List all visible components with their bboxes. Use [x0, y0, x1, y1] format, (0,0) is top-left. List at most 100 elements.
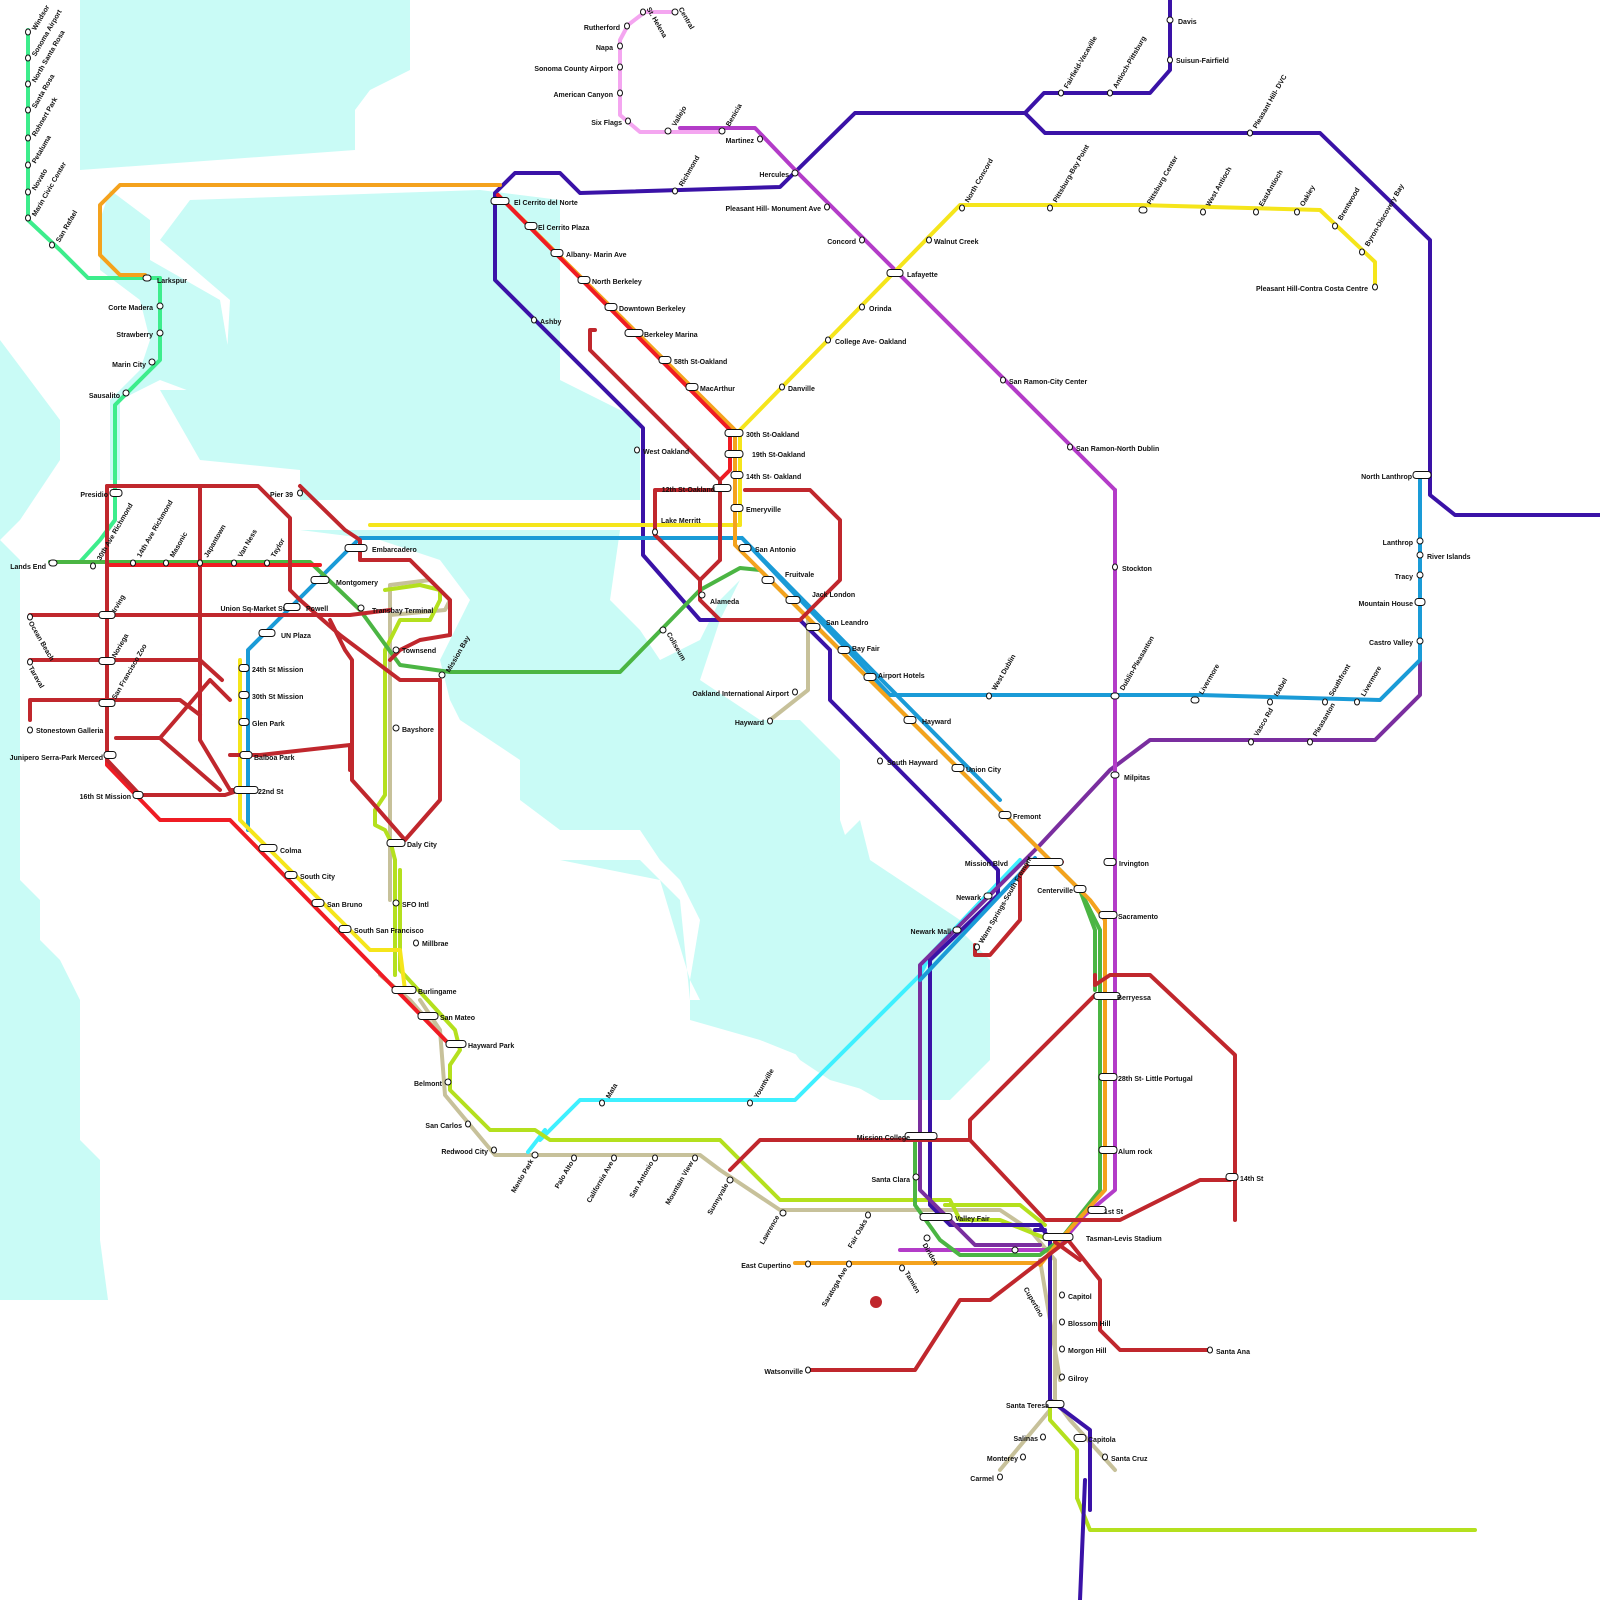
station-marker[interactable]	[671, 8, 679, 16]
station-marker[interactable]	[132, 791, 144, 799]
station-19th-st-oakland[interactable]: 19th St-Oakland	[724, 450, 805, 459]
station-san-leandro[interactable]: San Leandro	[805, 620, 868, 631]
station-marker[interactable]	[571, 1154, 577, 1162]
station-marker[interactable]	[757, 135, 763, 143]
station-lafayette[interactable]: Lafayette	[886, 269, 938, 279]
station-marker[interactable]	[109, 489, 123, 497]
station-san-bruno[interactable]: San Bruno	[311, 899, 362, 909]
station-marker[interactable]	[1107, 89, 1113, 97]
station-ocean-beach[interactable]: Ocean Beach	[27, 613, 55, 662]
station-balboa-park[interactable]: Balboa Park	[239, 751, 295, 762]
station-marker[interactable]	[25, 28, 31, 36]
station-marker[interactable]	[1112, 563, 1118, 571]
station-south-city[interactable]: South City	[284, 871, 335, 881]
station-marker[interactable]	[1190, 696, 1200, 704]
station-north-berkeley[interactable]: North Berkeley	[577, 276, 642, 286]
station-marker[interactable]	[779, 383, 785, 391]
station-marker[interactable]	[338, 925, 352, 933]
station-newark-mall[interactable]: Newark Mall	[911, 926, 962, 936]
station-marker[interactable]	[865, 1211, 871, 1219]
station-marker[interactable]	[491, 1146, 497, 1154]
station-marker[interactable]	[283, 603, 301, 611]
station-townsend[interactable]: Townsend	[392, 646, 436, 655]
station-pleasant-hill-contra-costa-centre[interactable]: Pleasant Hill-Contra Costa Centre	[1256, 283, 1378, 293]
station-marker[interactable]	[923, 1234, 931, 1242]
station-hayward-park[interactable]: Hayward Park	[445, 1040, 514, 1050]
station-22nd-st[interactable]: 22nd St	[233, 786, 284, 796]
station-tasman-levis-stadium[interactable]: Tasman-Levis Stadium	[1042, 1233, 1162, 1243]
station-marker[interactable]	[1059, 1345, 1065, 1353]
station-30th-st-mission[interactable]: 30th St Mission	[238, 691, 303, 701]
station-sacramento[interactable]: Sacramento	[1098, 911, 1158, 921]
station-emeryville[interactable]: Emeryville	[730, 504, 781, 514]
station-marker[interactable]	[761, 576, 775, 584]
station-davis[interactable]: Davis	[1166, 16, 1197, 26]
station-santa-teresa[interactable]: Santa Teresa	[1006, 1400, 1065, 1410]
station-jack-london[interactable]: Jack London	[785, 592, 855, 604]
station-marker[interactable]	[1098, 1073, 1118, 1081]
station-fruitvale[interactable]: Fruitvale	[761, 572, 814, 584]
station-embarcadero[interactable]: Embarcadero	[344, 544, 417, 554]
station-marker[interactable]	[859, 303, 865, 311]
station-marker[interactable]	[445, 1040, 467, 1048]
station-sausalito[interactable]: Sausalito	[89, 389, 130, 400]
station-marker[interactable]	[698, 591, 706, 599]
station-union-city[interactable]: Union City	[951, 764, 1001, 774]
station-marker[interactable]	[103, 751, 117, 759]
station-mission-blvd[interactable]: Mission Blvd	[965, 858, 1064, 868]
station-marker[interactable]	[1416, 537, 1424, 545]
station-marker[interactable]	[577, 276, 591, 284]
station-marker[interactable]	[1166, 16, 1174, 24]
station-mountain-view[interactable]: Mountain View	[665, 1154, 698, 1206]
station-marker[interactable]	[792, 688, 798, 696]
station-stockton[interactable]: Stockton	[1112, 563, 1152, 573]
station-marker[interactable]	[1026, 858, 1064, 866]
station-marker[interactable]	[531, 1151, 539, 1159]
station-strawberry[interactable]: Strawberry	[116, 329, 164, 339]
station-corte-madera[interactable]: Corte Madera	[108, 302, 164, 312]
station-marker[interactable]	[1359, 248, 1365, 256]
station-larkspur[interactable]: Larkspur	[142, 274, 187, 285]
station-marker[interactable]	[1332, 222, 1338, 230]
station-belmont[interactable]: Belmont	[414, 1078, 452, 1088]
station-marker[interactable]	[658, 356, 672, 364]
station-marker[interactable]	[310, 576, 330, 584]
station-marker[interactable]	[1416, 637, 1424, 645]
station-14th-st[interactable]: 14th St	[1225, 1173, 1264, 1183]
station-six-flags[interactable]: Six Flags	[591, 117, 631, 127]
station-marker[interactable]	[730, 471, 744, 479]
station-marker[interactable]	[490, 197, 510, 205]
station-marker[interactable]	[959, 204, 965, 212]
station-powell[interactable]: Powell	[283, 603, 328, 613]
station-marker[interactable]	[417, 1012, 439, 1020]
station-marker[interactable]	[837, 646, 851, 654]
station-1st-st[interactable]: 1st St	[1087, 1206, 1124, 1216]
station-marker[interactable]	[27, 658, 33, 666]
station-cupertino[interactable]: Cupertino	[1011, 1246, 1044, 1319]
station-marker[interactable]	[392, 646, 400, 654]
station-san-ramon-north-dublin[interactable]: San Ramon-North Dublin	[1067, 443, 1160, 453]
station-marker[interactable]	[825, 336, 831, 344]
station-marker[interactable]	[258, 629, 276, 637]
station-california-ave[interactable]: California Ave	[586, 1154, 617, 1204]
station-marker[interactable]	[692, 1154, 698, 1162]
station-marker[interactable]	[951, 764, 965, 772]
station-bayshore[interactable]: Bayshore	[392, 724, 434, 734]
station-salinas[interactable]: Salinas	[1013, 1433, 1046, 1443]
station-santa-ana[interactable]: Santa Ana	[1207, 1346, 1251, 1356]
station-saratoga-ave[interactable]: Saratoga Ave	[821, 1260, 852, 1308]
station-marker[interactable]	[1059, 1318, 1065, 1326]
station-marker[interactable]	[1110, 771, 1120, 779]
station-marker[interactable]	[659, 626, 667, 634]
station-marker[interactable]	[1059, 1291, 1065, 1299]
station-transbay-terminal[interactable]: Transbay Terminal	[357, 604, 433, 615]
station-marker[interactable]	[1073, 1434, 1087, 1442]
station-marker[interactable]	[617, 42, 623, 50]
station-marker[interactable]	[524, 222, 538, 230]
station-marker[interactable]	[156, 329, 164, 337]
station-marker[interactable]	[877, 757, 883, 765]
station-pleasant-hill-monument-ave[interactable]: Pleasant Hill- Monument Ave	[725, 203, 830, 213]
station-tracy[interactable]: Tracy	[1395, 571, 1424, 581]
station-blossom-hill[interactable]: Blossom Hill	[1059, 1318, 1111, 1328]
station-suisun-fairfield[interactable]: Suisun-Fairfield	[1167, 56, 1229, 65]
